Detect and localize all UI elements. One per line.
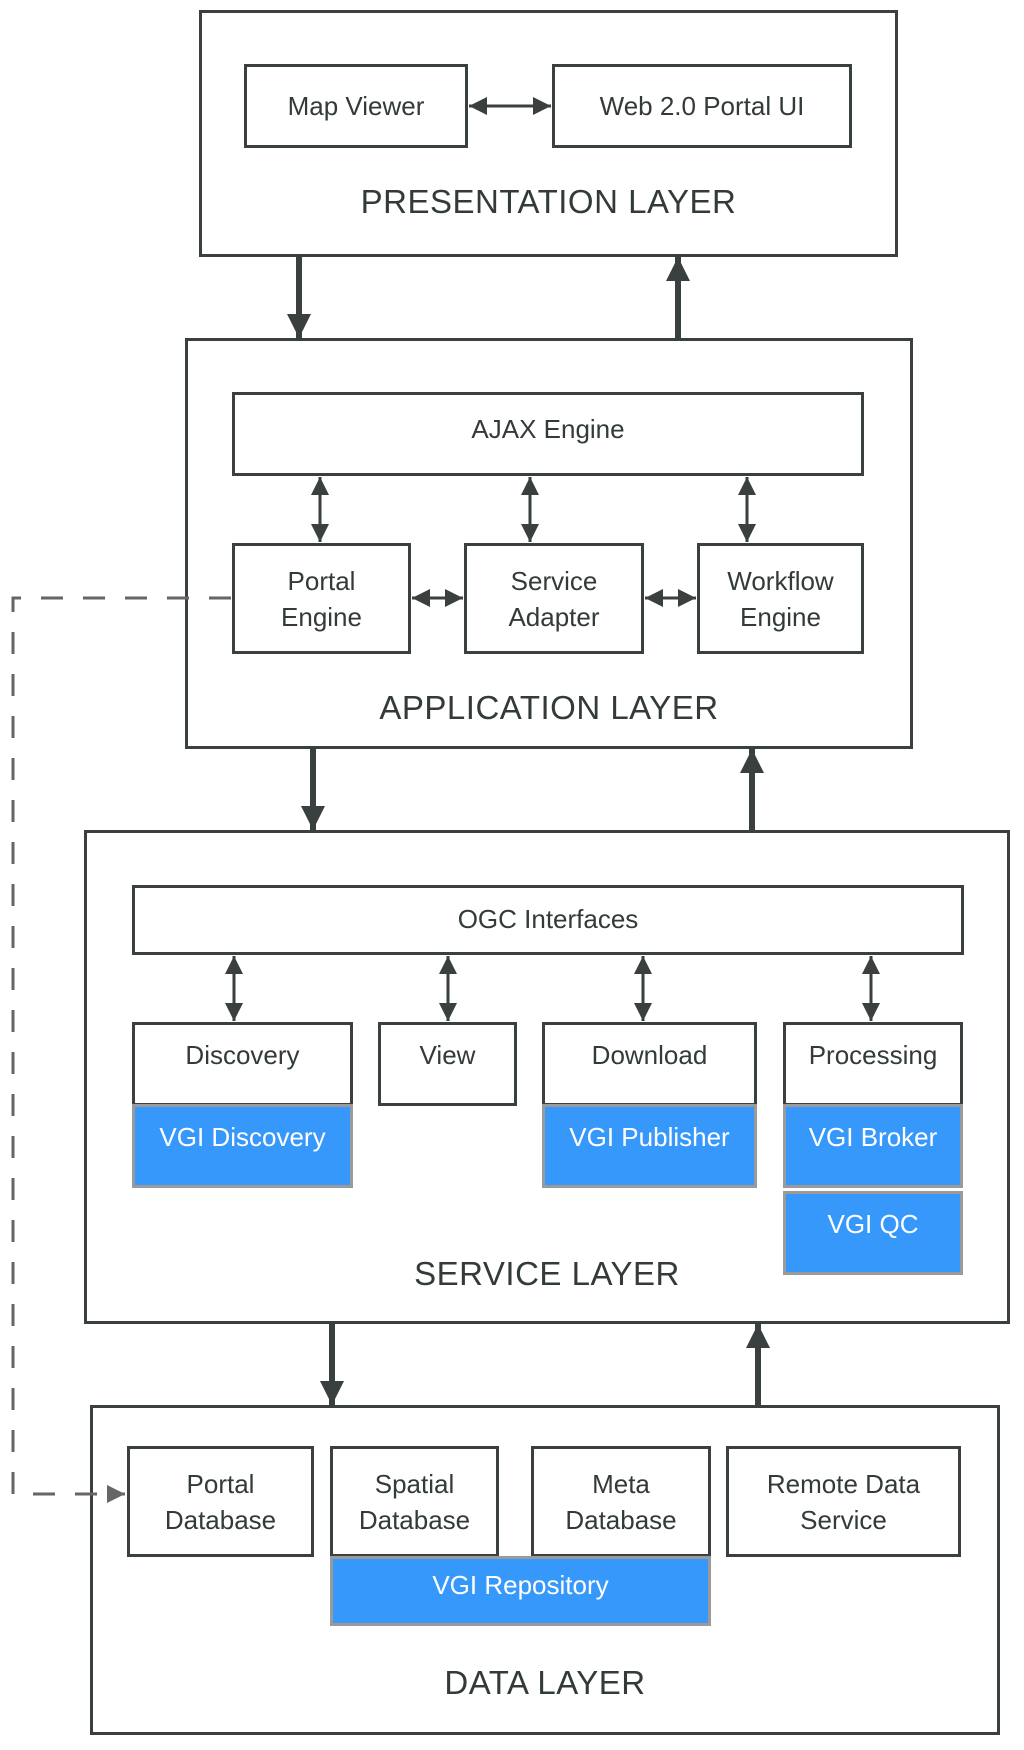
discovery-label: Discovery: [185, 1040, 300, 1070]
portal-database-box[interactable]: Portal Database: [127, 1446, 314, 1557]
service-layer-label: SERVICE LAYER: [414, 1255, 680, 1292]
web-portal-ui-label: Web 2.0 Portal UI: [599, 91, 805, 121]
ajax-engine-label: AJAX Engine: [471, 414, 625, 444]
processing-box[interactable]: Processing: [783, 1022, 963, 1106]
meta-database-label: Meta Database: [565, 1468, 677, 1535]
ogc-interfaces-box[interactable]: OGC Interfaces: [132, 885, 964, 955]
map-viewer-label: Map Viewer: [287, 91, 425, 121]
workflow-engine-box[interactable]: Workflow Engine: [697, 543, 864, 654]
workflow-engine-label: Workflow Engine: [727, 565, 834, 632]
view-label: View: [419, 1040, 476, 1070]
data-layer-label: DATA LAYER: [444, 1664, 646, 1701]
vgi-qc-box[interactable]: VGI QC: [783, 1191, 963, 1275]
meta-database-box[interactable]: Meta Database: [531, 1446, 711, 1557]
vgi-publisher-label: VGI Publisher: [569, 1122, 730, 1152]
spatial-database-label: Spatial Database: [358, 1468, 471, 1535]
vgi-repository-box[interactable]: VGI Repository: [330, 1556, 711, 1626]
web-portal-ui-box[interactable]: Web 2.0 Portal UI: [552, 64, 852, 148]
vgi-qc-label: VGI QC: [827, 1209, 919, 1239]
download-label: Download: [591, 1040, 708, 1070]
ogc-interfaces-label: OGC Interfaces: [457, 904, 639, 934]
portal-database-label: Portal Database: [164, 1468, 277, 1535]
download-box[interactable]: Download: [542, 1022, 757, 1106]
discovery-box[interactable]: Discovery: [132, 1022, 353, 1106]
portal-engine-box[interactable]: Portal Engine: [232, 543, 411, 654]
application-layer-label: APPLICATION LAYER: [379, 689, 719, 726]
spatial-database-box[interactable]: Spatial Database: [330, 1446, 499, 1557]
vgi-publisher-box[interactable]: VGI Publisher: [542, 1104, 757, 1188]
vgi-broker-label: VGI Broker: [808, 1122, 938, 1152]
ajax-engine-box[interactable]: AJAX Engine: [232, 392, 864, 476]
map-viewer-box[interactable]: Map Viewer: [244, 64, 468, 148]
remote-data-service-box[interactable]: Remote Data Service: [726, 1446, 961, 1557]
portal-engine-label: Portal Engine: [281, 565, 362, 632]
vgi-repository-label: VGI Repository: [432, 1570, 609, 1600]
vgi-discovery-box[interactable]: VGI Discovery: [132, 1104, 353, 1188]
remote-data-service-label: Remote Data Service: [766, 1468, 921, 1535]
service-adapter-box[interactable]: Service Adapter: [464, 543, 644, 654]
processing-label: Processing: [808, 1040, 938, 1070]
vgi-broker-box[interactable]: VGI Broker: [783, 1104, 963, 1188]
service-adapter-label: Service Adapter: [508, 565, 600, 632]
presentation-layer-label: PRESENTATION LAYER: [360, 183, 737, 220]
view-box[interactable]: View: [378, 1022, 517, 1106]
vgi-discovery-label: VGI Discovery: [159, 1122, 326, 1152]
